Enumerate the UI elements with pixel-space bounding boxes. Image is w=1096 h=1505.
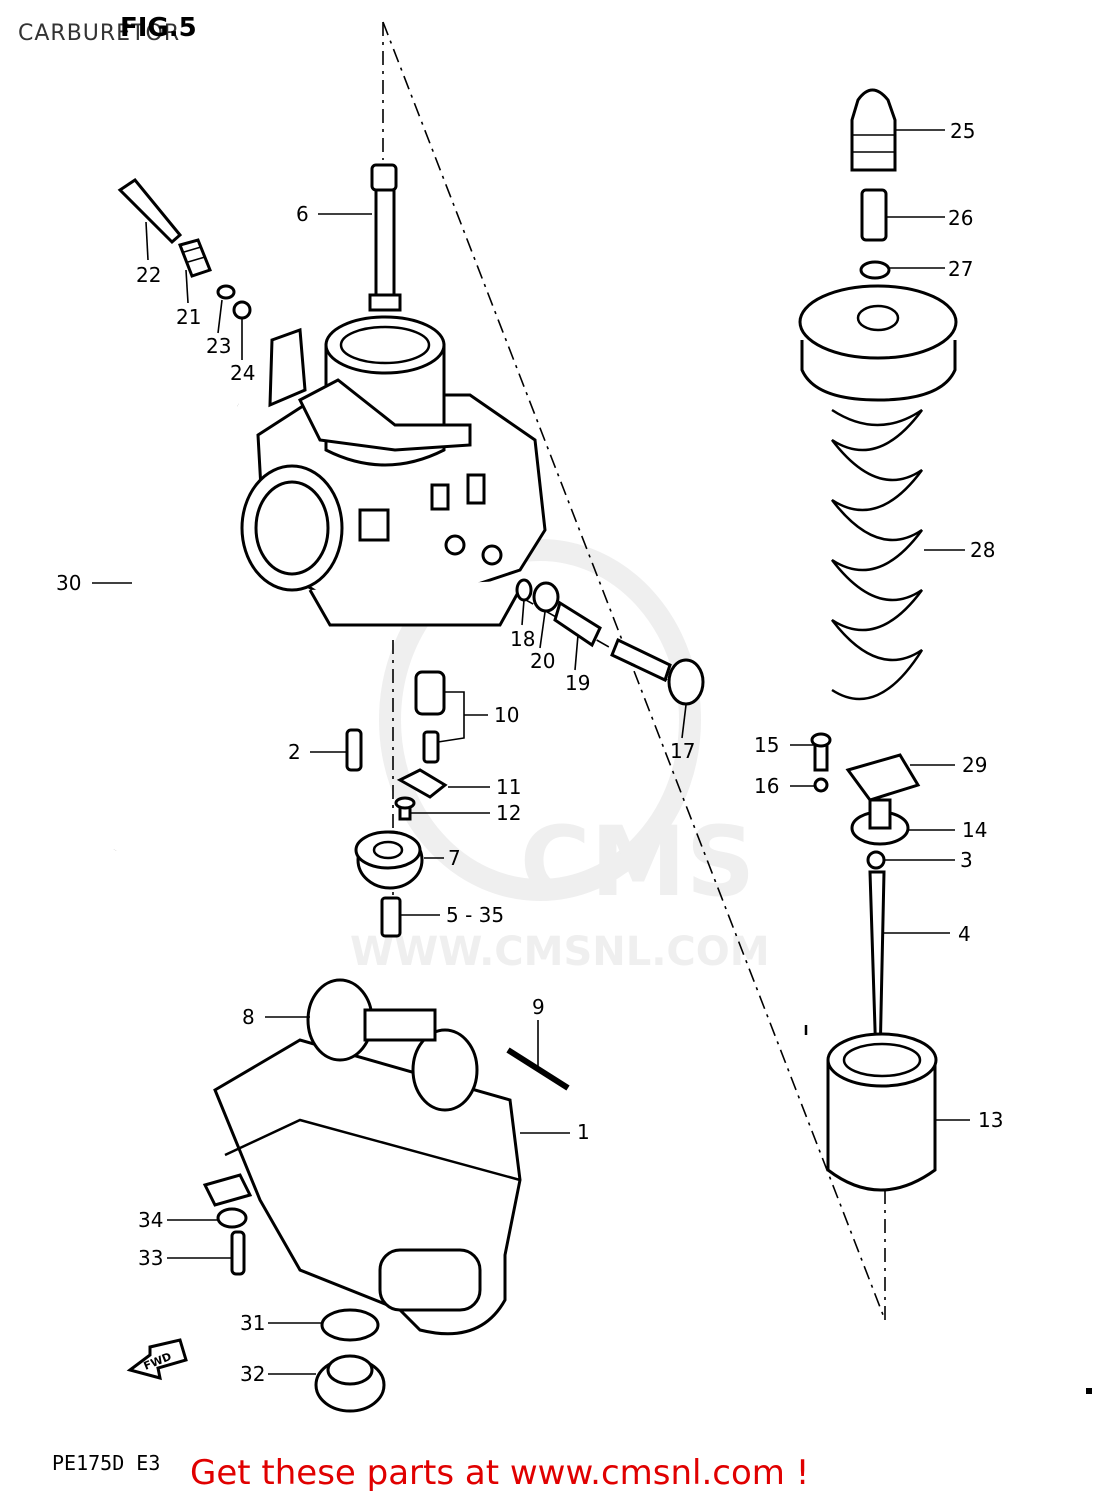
callout-5-35: 5 - 35 (446, 903, 504, 927)
watermark-brand: CMS (520, 806, 755, 918)
part-16-washer (813, 777, 829, 793)
watermark-url: WWW.CMSNL.COM (350, 929, 770, 975)
callout-20: 20 (530, 649, 555, 673)
part-33-screw (230, 1230, 246, 1276)
part-24-o-ring (232, 300, 252, 320)
part-10-needle-valve-set (414, 670, 446, 764)
part-9-float-pin (506, 1047, 570, 1091)
callout-4: 4 (958, 922, 971, 946)
callout-13: 13 (978, 1108, 1003, 1132)
callout-10: 10 (494, 703, 519, 727)
part-17-throttle-stop-screw (610, 637, 705, 706)
callout-15: 15 (754, 733, 779, 757)
callout-19: 19 (565, 671, 590, 695)
part-7-main-jet-holder (354, 830, 424, 890)
callout-1: 1 (577, 1120, 590, 1144)
callout-21: 21 (176, 305, 201, 329)
leader-lines (92, 129, 970, 1375)
part-29-plate (845, 753, 921, 802)
promo-link[interactable]: Get these parts at www.cmsnl.com ! (190, 1453, 809, 1493)
callout-12: 12 (496, 801, 521, 825)
figure-label: FIG.5 (120, 13, 197, 43)
callout-14: 14 (962, 818, 987, 842)
callout-24: 24 (230, 361, 255, 385)
part-31-o-ring (320, 1308, 380, 1342)
edge-mark (1086, 1388, 1092, 1394)
part-15-screw (810, 732, 832, 772)
callout-34: 34 (138, 1208, 163, 1232)
part-11-clip (396, 768, 448, 799)
carburetor-body (240, 315, 547, 627)
part-4-jet-needle (868, 870, 886, 1062)
callout-7: 7 (448, 846, 461, 870)
forward-direction-arrow: FWD (126, 1338, 188, 1381)
part-27-nut (859, 260, 891, 280)
part-14-needle-holder (850, 798, 910, 846)
callout-28: 28 (970, 538, 995, 562)
callout-16: 16 (754, 774, 779, 798)
callout-25: 25 (950, 119, 975, 143)
part-34-washer (202, 1173, 253, 1229)
part-5-main-jet (380, 896, 402, 938)
callout-31: 31 (240, 1311, 265, 1335)
callout-27: 27 (948, 257, 973, 281)
callout-18: 18 (510, 627, 535, 651)
callout-17: 17 (670, 739, 695, 763)
callout-11: 11 (496, 775, 521, 799)
part-21-spring (178, 238, 212, 278)
part-2-pin (345, 728, 363, 772)
callout-23: 23 (206, 334, 231, 358)
part-18-o-ring (515, 578, 533, 602)
part-28-spring (831, 408, 924, 701)
section-title: CARBURETOR (18, 21, 180, 46)
part-3-clip (866, 850, 886, 870)
callout-32: 32 (240, 1362, 265, 1386)
part-19-spring (553, 600, 602, 648)
callout-2: 2 (288, 740, 301, 764)
part-top-cap (798, 284, 958, 402)
part-25-boot (850, 88, 897, 172)
part-12-screw (394, 796, 416, 821)
callout-29: 29 (962, 753, 987, 777)
callout-3: 3 (960, 848, 973, 872)
part-1-float-chamber (213, 1038, 522, 1336)
part-20-washer (532, 581, 560, 613)
callout-6: 6 (296, 202, 309, 226)
model-code: PE175D E3 (52, 1451, 160, 1475)
part-8-float (306, 978, 479, 1112)
part-26-adjuster (860, 188, 888, 242)
callout-33: 33 (138, 1246, 163, 1270)
part-22-pilot-screw (117, 177, 183, 245)
part-23-washer (216, 284, 236, 300)
callout-30: 30 (56, 571, 81, 595)
callout-26: 26 (948, 206, 973, 230)
callout-labels: 1 2 3 4 5 - 35 6 7 8 9 10 11 12 13 14 15… (56, 119, 1003, 1386)
watermark: CMS WWW.CMSNL.COM (350, 539, 770, 975)
callout-8: 8 (242, 1005, 255, 1029)
part-6-cable-adjuster (368, 163, 402, 312)
callout-9: 9 (532, 995, 545, 1019)
part-13-throttle-valve (826, 1032, 938, 1192)
callout-22: 22 (136, 263, 161, 287)
part-32-drain-plug (314, 1354, 386, 1413)
